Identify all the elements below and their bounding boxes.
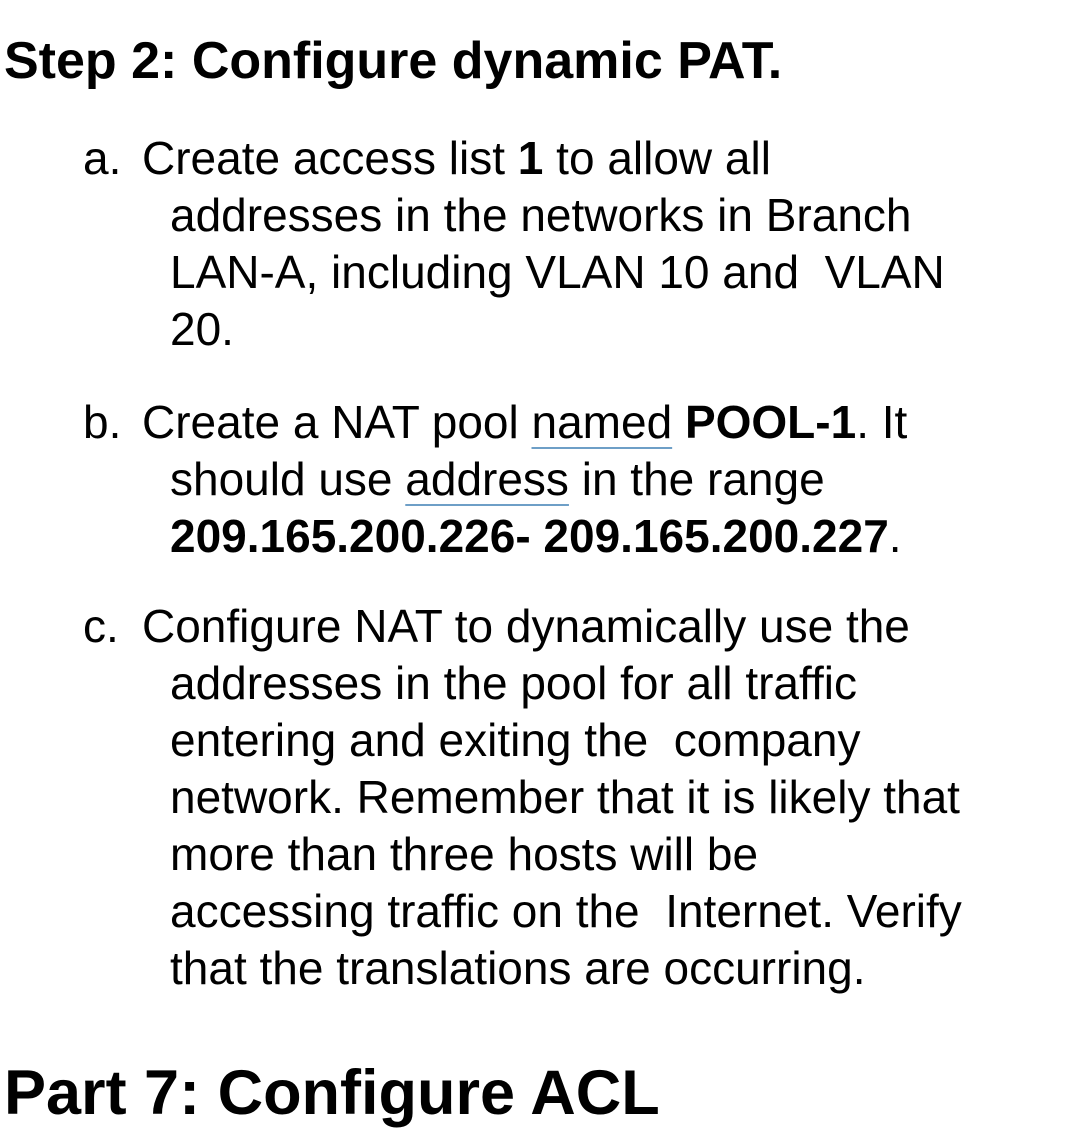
underlined-text: address xyxy=(405,453,569,505)
text-line: 209.165.200.226- 209.165.200.227. xyxy=(0,508,1065,565)
text-segment: LAN-A, including VLAN 10 and VLAN xyxy=(170,246,945,298)
text-segment: to allow all xyxy=(543,132,771,184)
text-line: c. Configure NAT to dynamically use the xyxy=(0,598,1065,655)
text-line: a. Create access list 1 to allow all xyxy=(0,130,1065,187)
text-segment: 1 xyxy=(517,132,544,184)
text-line: entering and exiting the company xyxy=(0,712,1065,769)
text-line: accessing traffic on the Internet. Verif… xyxy=(0,883,1065,940)
text-segment: . xyxy=(888,510,902,562)
text-segment: 209.165.200.226- 209.165.200.227 xyxy=(170,510,889,562)
text-line: should use address in the range xyxy=(0,451,1065,508)
text-segment: should use xyxy=(170,453,406,505)
text-line: b. Create a NAT pool named POOL-1. It xyxy=(0,394,1065,451)
text-segment: Create a NAT pool xyxy=(142,396,532,448)
text-segment: network. Remember that it is likely that xyxy=(170,771,960,823)
text-segment: Create access list xyxy=(142,132,518,184)
text-segment xyxy=(672,396,685,448)
text-segment: more than three hosts will be xyxy=(170,828,759,880)
part-heading: Part 7: Configure ACL xyxy=(4,1058,660,1128)
list-marker: b. xyxy=(83,396,122,448)
text-segment: . It xyxy=(856,396,908,448)
text-segment: 20. xyxy=(170,303,234,355)
text-line: addresses in the networks in Branch xyxy=(0,187,1065,244)
text-line: more than three hosts will be xyxy=(0,826,1065,883)
text-line: addresses in the pool for all traffic xyxy=(0,655,1065,712)
text-segment: accessing traffic on the Internet. Verif… xyxy=(170,885,962,937)
text-segment: in the range xyxy=(568,453,825,505)
text-segment: POOL-1 xyxy=(684,396,857,448)
text-line: 20. xyxy=(0,301,1065,358)
list-marker: a. xyxy=(83,132,122,184)
text-line: LAN-A, including VLAN 10 and VLAN xyxy=(0,244,1065,301)
text-segment: that the translations are occurring. xyxy=(170,942,866,994)
text-segment: Configure NAT to dynamically use the xyxy=(142,600,910,652)
list-marker: c. xyxy=(83,600,119,652)
text-segment: entering and exiting the company xyxy=(170,714,861,766)
text-line: that the translations are occurring. xyxy=(0,940,1065,997)
text-segment: addresses in the networks in Branch xyxy=(170,189,912,241)
text-line: network. Remember that it is likely that xyxy=(0,769,1065,826)
underlined-text: named xyxy=(531,396,673,448)
text-segment: addresses in the pool for all traffic xyxy=(170,657,857,709)
step-heading: Step 2: Configure dynamic PAT. xyxy=(4,32,783,90)
